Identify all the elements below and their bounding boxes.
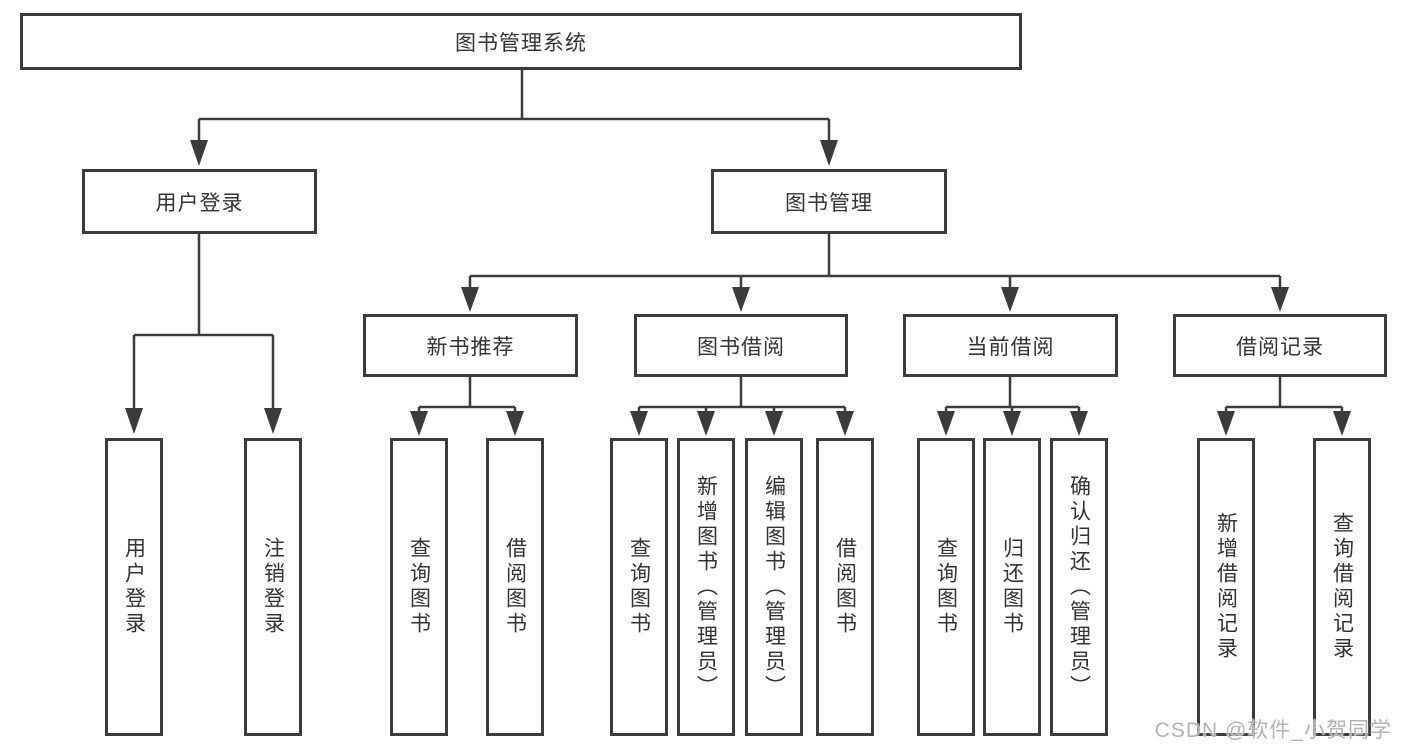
node-book-management: 图书管理 xyxy=(711,169,947,234)
node-book-borrow: 图书借阅 xyxy=(634,314,848,377)
leaf-borrow-books-recommend: 借阅图书 xyxy=(486,438,544,736)
leaf-return-books: 归还图书 xyxy=(983,438,1041,736)
leaf-logout: 注销登录 xyxy=(244,438,302,736)
arrowheads xyxy=(125,140,1351,436)
node-user-login: 用户登录 xyxy=(82,169,317,234)
leaf-user-login: 用户登录 xyxy=(105,438,163,736)
leaf-confirm-return-admin: 确认归还（管理员） xyxy=(1050,438,1108,736)
leaf-query-books-current: 查询图书 xyxy=(917,438,975,736)
node-library-management-system: 图书管理系统 xyxy=(20,13,1022,70)
leaf-query-borrow-record: 查询借阅记录 xyxy=(1313,438,1371,736)
csdn-watermark: CSDN @软件_小贺同学 xyxy=(1154,719,1392,742)
leaf-query-books-borrow: 查询图书 xyxy=(610,438,668,736)
leaf-add-borrow-record: 新增借阅记录 xyxy=(1197,438,1255,736)
leaf-query-books-recommend: 查询图书 xyxy=(390,438,448,736)
leaf-edit-book-admin: 编辑图书（管理员） xyxy=(745,438,803,736)
node-current-borrow: 当前借阅 xyxy=(903,314,1118,377)
leaf-borrow-books: 借阅图书 xyxy=(816,438,874,736)
node-new-book-recommend: 新书推荐 xyxy=(363,314,578,377)
leaf-add-book-admin: 新增图书（管理员） xyxy=(677,438,735,736)
node-borrow-records: 借阅记录 xyxy=(1173,314,1387,377)
